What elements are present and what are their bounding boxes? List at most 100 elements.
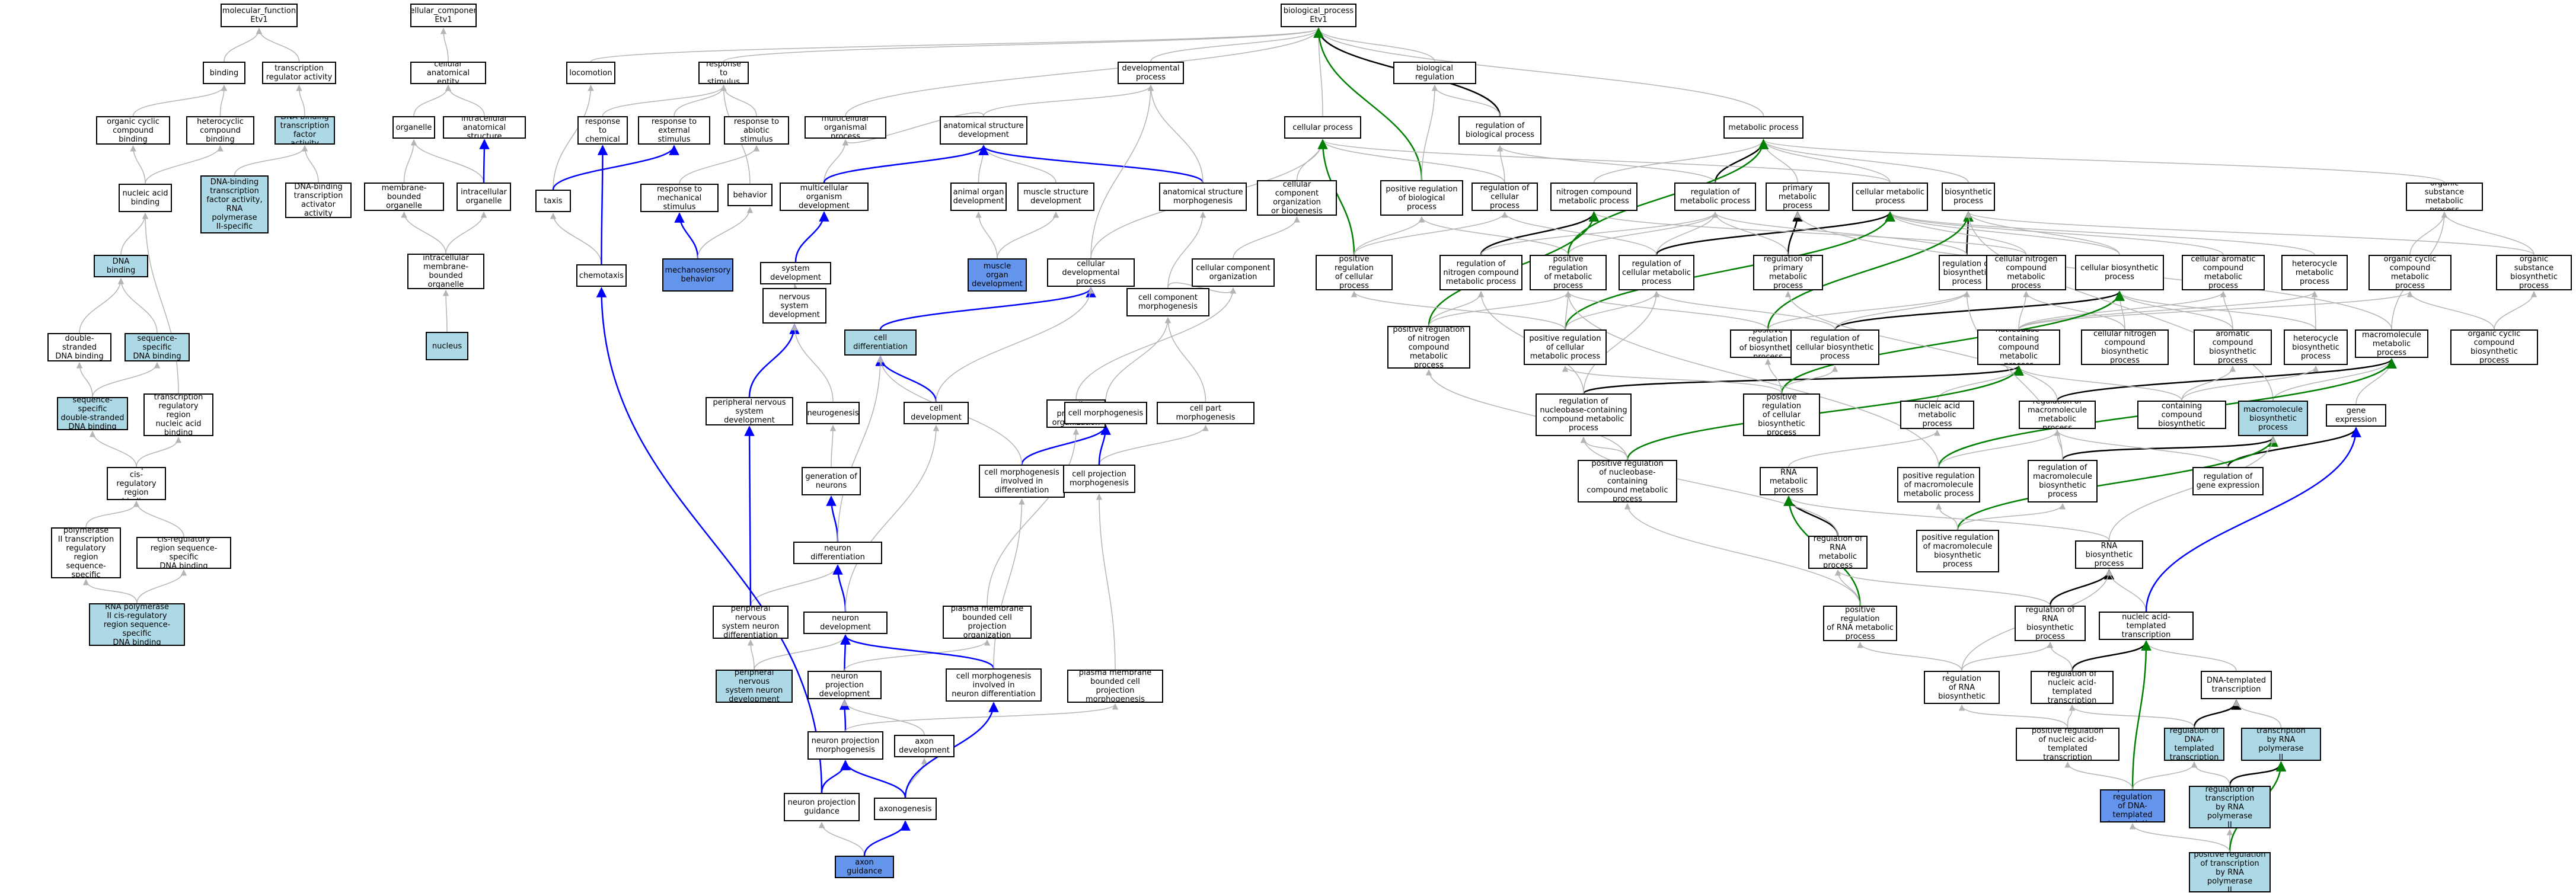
go-term-pnsnd[interactable]: peripheral nervous system neuron differe… xyxy=(713,606,789,639)
go-term-prnatt[interactable]: positive regulation of nucleic acid-temp… xyxy=(2016,728,2119,761)
go-term-pbp[interactable]: positive regulation of biological proces… xyxy=(1380,180,1463,216)
go-term-mechb[interactable]: mechanosensory behavior xyxy=(662,258,733,292)
go-term-dbtfa2[interactable]: DNA-binding transcription factor activit… xyxy=(200,175,269,233)
go-term-rrnamp[interactable]: regulation of RNA metabolic process xyxy=(1808,536,1868,569)
go-term-rtc[interactable]: response to chemical xyxy=(577,116,628,145)
go-term-dbtfa[interactable]: DNA-binding transcription factor activit… xyxy=(274,116,335,145)
go-term-rpmp[interactable]: regulation of primary metabolic process xyxy=(1753,255,1823,290)
go-term-prcbp[interactable]: positive regulation of cellular biosynth… xyxy=(1743,393,1820,436)
go-term-ias[interactable]: intracellular anatomical structure xyxy=(443,116,526,139)
go-term-nab[interactable]: nucleic acid binding xyxy=(119,184,172,212)
go-term-prrnabp[interactable]: positive regulation of RNA biosynthetic … xyxy=(1924,671,2000,704)
go-term-cdp[interactable]: cellular developmental process xyxy=(1047,258,1135,287)
go-term-rp2t[interactable]: RNA polymerase II transcription regulato… xyxy=(51,527,121,578)
go-term-rmbsp[interactable]: regulation of macromolecule biosynthetic… xyxy=(2028,460,2098,502)
go-term-tbp2[interactable]: transcription by RNA polymerase II xyxy=(2241,728,2321,761)
go-term-neurodev[interactable]: neuron development xyxy=(803,612,888,634)
go-term-ncmp[interactable]: nitrogen compound metabolic process xyxy=(1550,183,1637,211)
go-term-mmp[interactable]: macromolecule metabolic process xyxy=(2355,329,2428,358)
go-term-npm[interactable]: neuron projection morphogenesis xyxy=(807,731,883,760)
go-term-npg[interactable]: neuron projection guidance xyxy=(784,793,860,821)
go-term-prncmp[interactable]: positive regulation of nitrogen compound… xyxy=(1387,326,1470,369)
go-term-dnab[interactable]: DNA binding xyxy=(94,255,148,277)
go-term-cncmp[interactable]: cellular nitrogen compound metabolic pro… xyxy=(1986,255,2066,290)
go-term-pmbcpo[interactable]: plasma membrane bounded cell projection … xyxy=(943,606,1032,639)
go-term-namp[interactable]: nucleic acid metabolic process xyxy=(1900,401,1974,429)
go-term-musod[interactable]: muscle organ development xyxy=(968,258,1027,292)
go-term-prnbc[interactable]: positive regulation of nucleobase-contai… xyxy=(1578,460,1677,502)
go-term-cae[interactable]: cellular anatomical entity xyxy=(410,62,486,84)
go-term-celldiff[interactable]: cell differentiation xyxy=(844,329,917,356)
go-term-ge[interactable]: gene expression xyxy=(2326,404,2386,427)
go-term-ndiff[interactable]: neuron differentiation xyxy=(793,542,882,564)
go-term-osmp[interactable]: organic substance metabolic process xyxy=(2406,183,2483,211)
go-term-prrnamp[interactable]: positive regulation of RNA metabolic pro… xyxy=(1823,606,1897,641)
go-term-nbccbp[interactable]: nucleobase-containing compound biosynthe… xyxy=(2137,401,2226,429)
go-term-cacmp[interactable]: cellular aromatic compound metabolic pro… xyxy=(2182,255,2265,290)
go-term-hcb[interactable]: heterocyclic compound binding xyxy=(186,116,254,145)
go-term-rtms[interactable]: response to mechanical stimulus xyxy=(640,184,719,212)
go-term-prtbp2[interactable]: positive regulation of transcription by … xyxy=(2189,852,2271,892)
go-term-occbp[interactable]: organic cyclic compound biosynthetic pro… xyxy=(2450,329,2538,365)
go-term-cc[interactable]: cellular_component Etv1 xyxy=(410,4,477,27)
go-term-prcp[interactable]: positive regulation of cellular process xyxy=(1316,255,1393,290)
go-term-rnabp[interactable]: RNA biosynthetic process xyxy=(2075,540,2143,569)
go-term-rnamp[interactable]: RNA metabolic process xyxy=(1760,467,1818,495)
go-term-bp[interactable]: biological_process Etv1 xyxy=(1281,4,1356,27)
go-term-occmp[interactable]: organic cyclic compound metabolic proces… xyxy=(2368,255,2451,290)
go-term-biosyn[interactable]: biosynthetic process xyxy=(1942,183,1995,211)
go-term-rts[interactable]: response to stimulus xyxy=(698,62,749,84)
go-term-msd[interactable]: muscle structure development xyxy=(1017,183,1094,211)
go-term-cmidiff[interactable]: cell morphogenesis involved in different… xyxy=(979,465,1065,498)
go-term-cpm[interactable]: cell part morphogenesis xyxy=(1157,402,1255,424)
go-term-hbp[interactable]: heterocycle biosynthetic process xyxy=(2284,329,2348,365)
go-term-nbcmp[interactable]: nucleobase-containing compound metabolic… xyxy=(1977,329,2060,365)
go-term-cncbp[interactable]: cellular nitrogen compound biosynthetic … xyxy=(2081,329,2169,365)
go-term-pnsd[interactable]: peripheral nervous system development xyxy=(706,397,793,425)
go-term-pnsnd2[interactable]: peripheral nervous system neuron develop… xyxy=(716,670,793,703)
go-term-rnbcmp[interactable]: regulation of nucleobase-containing comp… xyxy=(1536,393,1632,436)
go-term-mp[interactable]: metabolic process xyxy=(1723,116,1803,139)
go-term-breg[interactable]: biological regulation xyxy=(1393,62,1476,84)
go-term-rmp[interactable]: regulation of metabolic process xyxy=(1674,183,1756,211)
go-term-dbtaa[interactable]: DNA-binding transcription activator acti… xyxy=(285,183,352,218)
go-term-neurogenesis[interactable]: neurogenesis xyxy=(806,402,860,424)
go-term-axonogenesis[interactable]: axonogenesis xyxy=(874,798,937,820)
go-term-locomotion[interactable]: locomotion xyxy=(566,62,615,84)
go-term-cprojm[interactable]: cell projection morphogenesis xyxy=(1063,465,1135,493)
go-term-dsdb[interactable]: double-stranded DNA binding xyxy=(47,333,111,361)
go-term-celldev[interactable]: cell development xyxy=(904,402,969,424)
go-term-prmp[interactable]: positive regulation of metabolic process xyxy=(1530,255,1607,290)
go-term-ccm[interactable]: cell component morphogenesis xyxy=(1126,288,1209,316)
go-term-cmorph[interactable]: cell morphogenesis xyxy=(1064,402,1147,424)
go-term-occb[interactable]: organic cyclic compound binding xyxy=(96,116,170,145)
go-term-chemotaxis[interactable]: chemotaxis xyxy=(576,264,627,287)
go-term-devp[interactable]: developmental process xyxy=(1118,62,1184,84)
go-term-mop[interactable]: multicellular organismal process xyxy=(805,116,886,139)
go-term-dtt[interactable]: DNA-templated transcription xyxy=(2201,671,2272,699)
go-term-aod[interactable]: animal organ development xyxy=(950,183,1007,211)
go-term-rdtt[interactable]: regulation of DNA-templated transcriptio… xyxy=(2164,728,2224,761)
go-term-rcbp[interactable]: regulation of cellular biosynthetic proc… xyxy=(1790,329,1879,365)
go-term-sysdev[interactable]: system development xyxy=(760,262,831,284)
go-term-gon[interactable]: generation of neurons xyxy=(802,467,861,495)
go-term-trrnab[interactable]: transcription regulatory region nucleic … xyxy=(143,393,213,436)
go-term-io[interactable]: intracellular organelle xyxy=(457,183,511,211)
go-term-axg[interactable]: axon guidance xyxy=(835,856,894,878)
go-term-cmp[interactable]: cellular metabolic process xyxy=(1852,183,1928,211)
go-term-prcmp[interactable]: positive regulation of cellular metaboli… xyxy=(1524,329,1607,365)
go-term-rncmp[interactable]: regulation of nitrogen compound metaboli… xyxy=(1439,255,1522,290)
go-term-mf[interactable]: molecular_function Etv1 xyxy=(221,4,298,27)
go-term-rtas[interactable]: response to abiotic stimulus xyxy=(724,116,789,145)
go-term-ssdsdb[interactable]: sequence-specific double-stranded DNA bi… xyxy=(57,397,128,430)
go-term-rcp[interactable]: regulation of cellular process xyxy=(1471,183,1538,211)
go-term-tcrrb[interactable]: transcription cis-regulatory region bind… xyxy=(107,467,166,500)
go-term-prdtt[interactable]: positive regulation of DNA-templated tra… xyxy=(2100,789,2165,822)
go-term-hmp[interactable]: heterocycle metabolic process xyxy=(2281,255,2348,290)
go-term-crsdb[interactable]: cis-regulatory region sequence-specific … xyxy=(136,537,231,569)
go-term-ssdb[interactable]: sequence-specific DNA binding xyxy=(125,333,190,361)
go-term-mbo[interactable]: membrane-bounded organelle xyxy=(364,183,444,211)
go-term-organelle[interactable]: organelle xyxy=(392,116,435,139)
go-term-prmbsp[interactable]: positive regulation of macromolecule bio… xyxy=(1916,530,1999,572)
go-term-rrnabp[interactable]: regulation of RNA biosynthetic process xyxy=(2015,606,2086,641)
